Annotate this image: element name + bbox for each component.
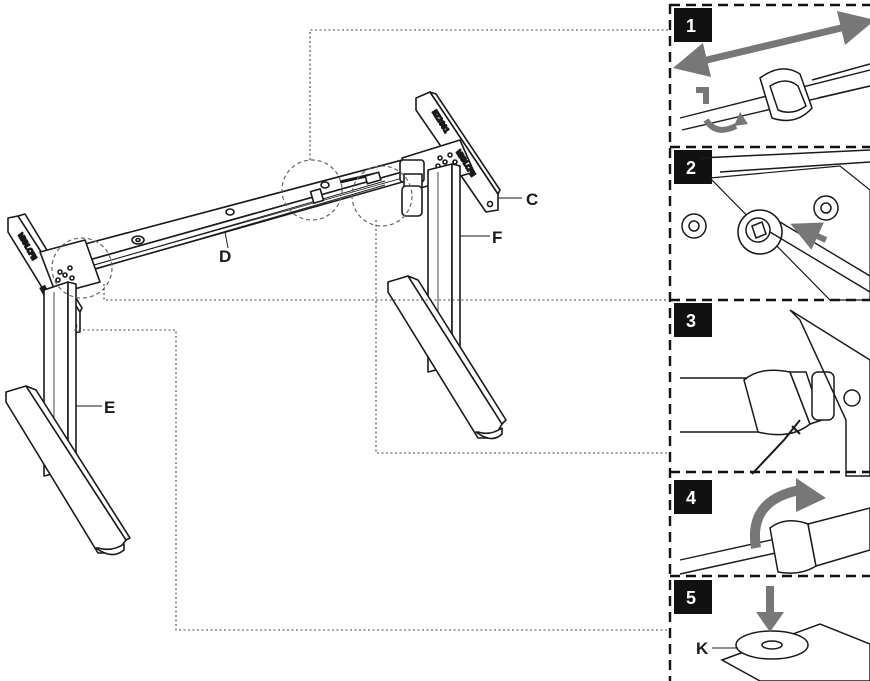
desk-frame: WDDLCFH NZ2001 NZ2001 WDDLCFH [5,91,507,556]
step-badge-4: 4 [674,480,712,514]
detail-circles [51,159,413,299]
detail-circle-left [51,237,113,299]
detail-circle-mid [281,159,343,221]
label-leaders [76,197,522,407]
label-c: C [526,190,538,209]
panel-3-detail [680,309,870,477]
panel-4-detail [679,478,870,575]
left-leg-e: WDDLCFH NZ2001 [5,213,131,556]
svg-text:3: 3 [686,311,696,331]
svg-text:1: 1 [686,16,696,36]
svg-text:2: 2 [686,158,696,178]
step-badge-3: 3 [674,303,712,337]
crossbeam-d [69,149,453,273]
right-leg-f: NZ2001 WDDLCFH [387,91,507,440]
step-badge-5: 5 [674,580,712,614]
step-badge-1: 1 [674,8,712,42]
label-f: F [492,228,502,247]
step-badge-2: 2 [674,150,712,184]
leader-lines [74,29,668,631]
detail-circle-motor [351,165,413,227]
label-e: E [104,398,115,417]
label-d: D [219,247,231,266]
panel-1-detail [672,11,870,133]
panel-2-detail [681,149,870,301]
label-k: K [696,639,709,658]
svg-text:5: 5 [686,588,696,608]
panel-5-detail [712,586,870,681]
svg-text:4: 4 [686,488,696,508]
